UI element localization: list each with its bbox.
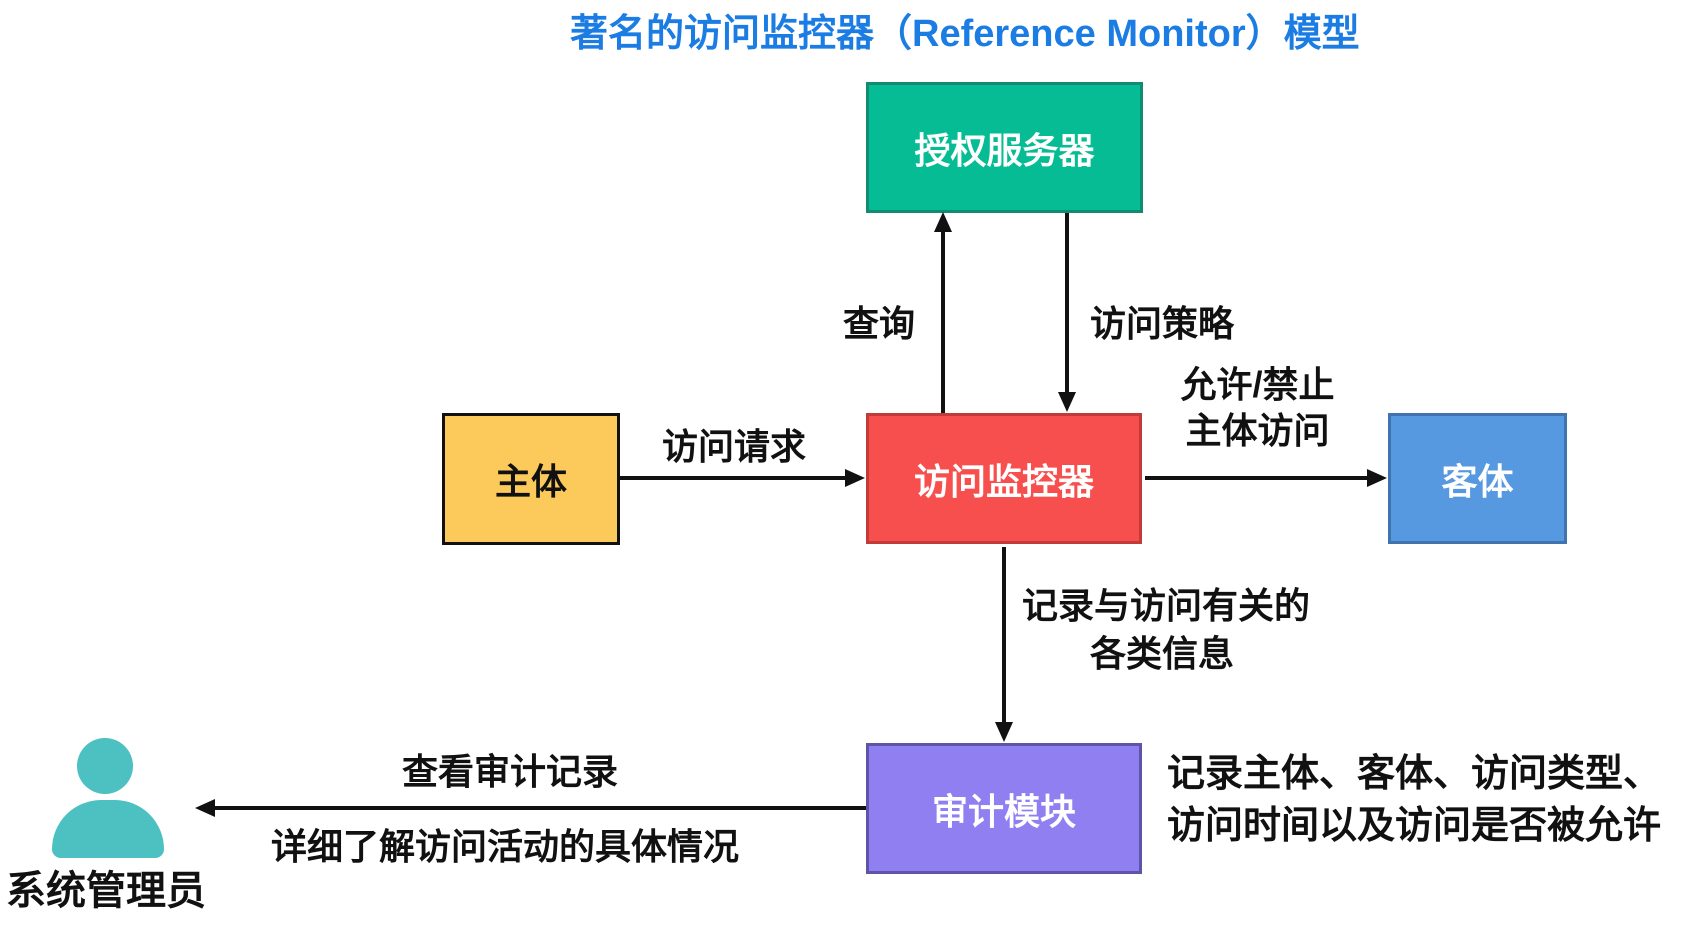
arrow-query-label: 查询 <box>843 303 916 344</box>
arrow-view-line <box>214 806 866 810</box>
node-access-monitor: 访问监控器 <box>866 413 1142 544</box>
node-audit-module: 审计模块 <box>866 743 1142 874</box>
person-icon-body <box>52 800 164 858</box>
node-object-label: 客体 <box>1441 460 1514 502</box>
arrow-policy-line <box>1065 213 1069 393</box>
audit-note-line2: 访问时间以及访问是否被允许 <box>1167 805 1662 847</box>
arrow-query-line <box>941 231 945 413</box>
arrow-view-label-below: 详细了解访问活动的具体情况 <box>270 826 739 867</box>
arrow-permit-line <box>1145 476 1369 480</box>
node-auth-server-label: 授权服务器 <box>914 129 1095 171</box>
arrow-policy-head-icon <box>1058 392 1076 412</box>
arrow-permit-label-line2: 主体访问 <box>1185 410 1330 451</box>
node-object: 客体 <box>1388 413 1567 544</box>
arrow-record-head-icon <box>995 722 1013 742</box>
audit-note: 记录主体、客体、访问类型、 访问时间以及访问是否被允许 <box>1167 748 1661 852</box>
diagram-title: 著名的访问监控器（Reference Monitor）模型 <box>570 13 1360 55</box>
node-access-monitor-label: 访问监控器 <box>913 460 1094 502</box>
arrow-view-label-above: 查看审计记录 <box>401 751 618 792</box>
node-subject: 主体 <box>442 413 620 545</box>
arrow-permit-label: 允许/禁止 主体访问 <box>1145 362 1370 454</box>
node-subject-label: 主体 <box>494 461 567 502</box>
arrow-request-head-icon <box>845 469 865 487</box>
node-auth-server: 授权服务器 <box>866 82 1143 213</box>
arrow-permit-label-line1: 允许/禁止 <box>1180 364 1335 405</box>
admin-label: 系统管理员 <box>6 869 206 913</box>
arrow-query-head-icon <box>934 212 952 232</box>
arrow-permit-head-icon <box>1367 469 1387 487</box>
arrow-request-line <box>620 476 847 480</box>
arrow-policy-label: 访问策略 <box>1090 303 1235 344</box>
person-icon <box>77 738 133 794</box>
node-audit-module-label: 审计模块 <box>931 790 1076 832</box>
arrow-view-head-icon <box>195 799 215 817</box>
arrow-record-label-line1: 记录与访问有关的 <box>1022 585 1311 626</box>
arrow-record-line <box>1002 547 1006 724</box>
audit-note-line1: 记录主体、客体、访问类型、 <box>1167 753 1662 795</box>
arrow-request-label: 访问请求 <box>662 426 807 467</box>
arrow-record-label: 记录与访问有关的 各类信息 <box>1022 582 1311 678</box>
arrow-record-label-line2: 各类信息 <box>1089 633 1234 674</box>
